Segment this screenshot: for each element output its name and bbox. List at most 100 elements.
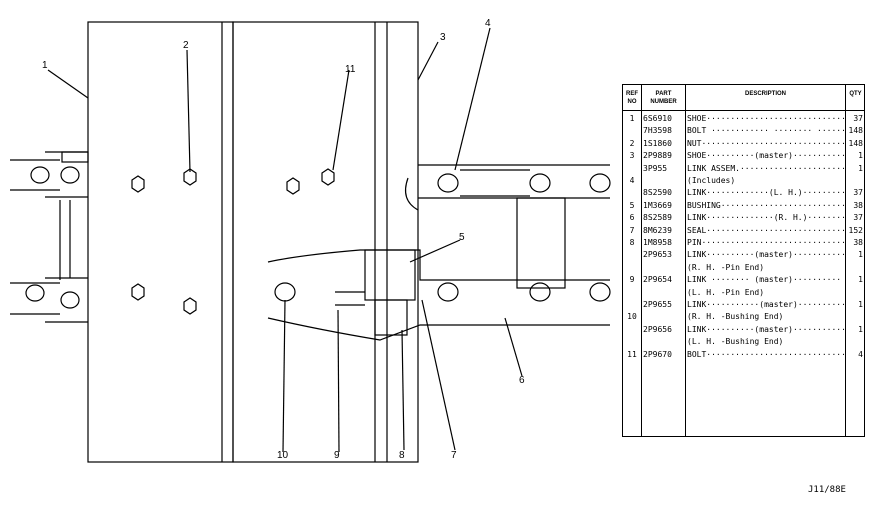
qty-cell: 1 — [858, 300, 863, 309]
description-cell: LINK··········(master)·············· — [687, 250, 845, 260]
ref-no-cell: 5 — [629, 200, 635, 210]
callout-9: 9 — [334, 450, 340, 461]
part-number-cell: 8S2589 — [643, 213, 672, 223]
qty-cell: 1 — [858, 151, 863, 161]
callout-1: 1 — [42, 60, 48, 71]
description-cell: LINK ········ (master)·········· — [687, 275, 842, 285]
ref-no-cell: 11 — [627, 349, 637, 359]
ref-no-cell: 1 — [629, 114, 635, 123]
qty-cell: 38 — [853, 238, 863, 247]
description-cell: SHOE····································… — [687, 114, 845, 123]
callout-11: 11 — [345, 64, 356, 75]
part-number-cell: 8S2590 — [643, 188, 672, 198]
part-number-cell: 2P9656 — [643, 324, 672, 334]
table-row: 2P9656 LINK··········(master)············… — [623, 324, 864, 336]
table-row: 8S2590 LINK·············(L. H.)··········… — [623, 187, 864, 199]
description-cell: PIN·····································… — [687, 238, 845, 247]
table-row: 2 1S1860 NUT······························… — [623, 138, 864, 150]
description-cell: (R. H. -Bushing End) — [687, 312, 784, 322]
part-number-cell: 1S1860 — [643, 138, 672, 148]
qty-cell: 152 — [848, 225, 863, 235]
description-cell: SEAL····································… — [687, 225, 845, 235]
callout-6: 6 — [519, 375, 525, 386]
description-cell: LINK·············(L. H.)··············· — [687, 188, 845, 198]
qty-cell: 1 — [858, 275, 863, 285]
qty-cell: 1 — [858, 324, 863, 334]
part-number-cell: 2P9653 — [643, 250, 672, 260]
qty-cell: 1 — [858, 250, 863, 260]
qty-cell: 37 — [853, 114, 863, 123]
table-row: 7H3598 BOLT ············ ········ ·······… — [623, 125, 864, 137]
description-cell: BOLT ············ ········ ······· — [687, 126, 845, 136]
ref-no-cell: 4 — [629, 176, 635, 185]
part-number-cell: 8M6239 — [643, 225, 672, 235]
qty-cell: 37 — [853, 188, 863, 198]
description-cell: NUT·····································… — [687, 138, 845, 148]
drawing-code: J11/88E — [808, 485, 846, 495]
table-row: 11 2P9670 BOLT····························… — [623, 349, 864, 361]
description-cell: LINK··········(master)·············· — [687, 324, 845, 334]
description-cell: LINK··············(R. H.)·············· — [687, 213, 845, 223]
qty-cell: 4 — [858, 349, 863, 359]
header-ref-no: REF NO — [623, 85, 641, 111]
part-number-cell: 2P9654 — [643, 275, 672, 285]
table-row: 2P9653 LINK··········(master)············… — [623, 249, 864, 261]
qty-cell: 1 — [858, 163, 863, 173]
callout-4: 4 — [485, 18, 491, 29]
callout-7: 7 — [451, 450, 457, 461]
parts-list-table: REF NO PART NUMBER DESCRIPTION QTY 1 6S69… — [622, 84, 865, 437]
part-number-cell: 2P9670 — [643, 349, 672, 359]
description-cell: BOLT····································… — [687, 349, 845, 359]
callout-2: 2 — [183, 40, 189, 51]
part-number-cell: 1M8958 — [643, 238, 672, 247]
table-row: 10 (R. H. -Bushing End) — [623, 311, 864, 323]
description-cell: LINK···········(master)·············· — [687, 300, 845, 309]
callout-8: 8 — [399, 450, 405, 461]
qty-cell: 148 — [848, 126, 863, 136]
ref-no-cell: 10 — [627, 312, 637, 322]
table-row: 1 6S6910 SHOE·····························… — [623, 113, 864, 125]
ref-no-cell: 8 — [629, 238, 635, 247]
table-row: 9 2P9654 LINK ········ (master)·········· 1 — [623, 274, 864, 286]
header-part-number: PART NUMBER — [642, 85, 685, 111]
description-cell: (L. H. -Bushing End) — [687, 337, 784, 347]
description-cell: LINK ASSEM.·····························… — [687, 163, 845, 173]
table-row: 8 1M8958 PIN······························… — [623, 237, 864, 249]
table-row: 5 1M3669 BUSHING··························… — [623, 200, 864, 212]
ref-no-cell: 9 — [629, 275, 635, 285]
description-cell: (Includes) — [687, 176, 736, 185]
description-cell: BUSHING································· — [687, 200, 845, 210]
part-number-cell: 3P955 — [643, 163, 668, 173]
description-cell: (L. H. -Pin End) — [687, 287, 765, 297]
table-row: 7 8M6239 SEAL·····························… — [623, 225, 864, 237]
description-cell: SHOE··········(master)················ — [687, 151, 845, 161]
ref-no-cell: 7 — [629, 225, 635, 235]
callout-5: 5 — [459, 232, 465, 243]
ref-no-cell: 2 — [629, 138, 635, 148]
table-row: (R. H. -Pin End) — [623, 262, 864, 274]
header-qty: QTY — [846, 85, 865, 111]
part-number-cell: 1M3669 — [643, 200, 672, 210]
qty-cell: 38 — [853, 200, 863, 210]
description-cell: (R. H. -Pin End) — [687, 262, 765, 272]
callout-3: 3 — [440, 32, 446, 43]
table-row: (L. H. -Pin End) — [623, 287, 864, 299]
callout-labels: 1 2 3 4 5 6 7 8 9 10 11 — [42, 18, 525, 461]
table-row: 4 (Includes) — [623, 175, 864, 187]
part-number-cell: 7H3598 — [643, 126, 672, 136]
qty-cell: 37 — [853, 213, 863, 223]
table-row: 3 2P9889 SHOE··········(master)···········… — [623, 150, 864, 162]
qty-cell: 148 — [848, 138, 863, 148]
table-row: 3P955 LINK ASSEM.························… — [623, 163, 864, 175]
table-row: 2P9655 LINK···········(master)···········… — [623, 299, 864, 311]
callout-10: 10 — [277, 450, 289, 461]
ref-no-cell: 6 — [629, 213, 635, 223]
table-row: (L. H. -Bushing End) — [623, 336, 864, 348]
table-row: 6 8S2589 LINK··············(R. H.)········… — [623, 212, 864, 224]
part-number-cell: 2P9655 — [643, 300, 672, 309]
part-number-cell: 6S6910 — [643, 114, 672, 123]
header-description: DESCRIPTION — [686, 85, 845, 111]
ref-no-cell: 3 — [629, 151, 635, 161]
part-number-cell: 2P9889 — [643, 151, 672, 161]
